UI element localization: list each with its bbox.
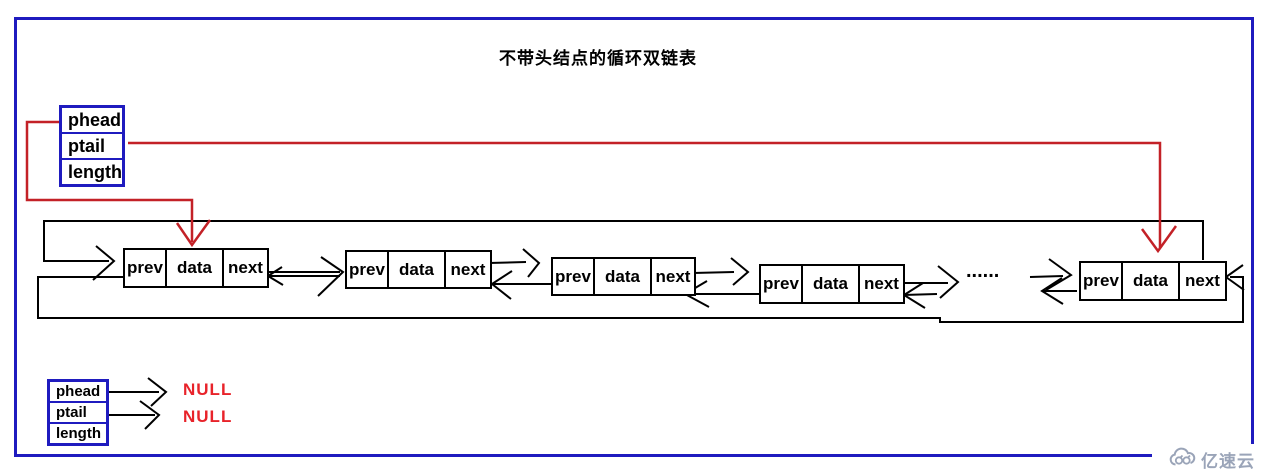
prev-cell: prev: [349, 259, 385, 279]
link-n3-n4-next-arrowhead: [730, 257, 750, 286]
watermark: 亿速云: [1168, 446, 1255, 471]
phead-null-arrowhead: [147, 377, 168, 407]
link-n2-n3-next-arrowhead: [522, 248, 541, 278]
next-cell: next: [858, 266, 903, 302]
ptail-label: ptail: [62, 132, 122, 158]
ptail-pointer-line: [128, 141, 1162, 248]
next-cell: next: [1178, 263, 1225, 299]
pointer-block-bottom: phead ptail length: [47, 379, 109, 446]
prev-cell: prev: [127, 258, 163, 277]
prev-cell: prev: [763, 274, 799, 293]
length-label: length: [62, 158, 122, 184]
link-dots-n5-next-line: [1029, 275, 1064, 278]
phead-null-value: NULL: [183, 380, 233, 399]
length-label: length: [50, 422, 106, 443]
cloud-logo-icon: [1168, 446, 1198, 471]
data-cell: data: [593, 259, 650, 294]
frame-border: [14, 17, 1254, 457]
data-cell: data: [801, 266, 858, 302]
prev-cell: prev: [555, 266, 591, 286]
ptail-null-value: NULL: [183, 407, 233, 426]
list-node-1: prev data next: [123, 248, 269, 288]
phead-label: phead: [68, 110, 122, 130]
ptail-null-arrowhead: [139, 400, 161, 430]
ptail-pointer-arrowhead: [1140, 225, 1178, 254]
data-cell: data: [387, 252, 444, 287]
watermark-text: 亿速云: [1201, 452, 1255, 471]
phead-label: phead: [56, 383, 101, 400]
link-n4-dots-next-arrowhead: [937, 265, 960, 299]
list-node-5: prev data next: [1079, 261, 1227, 301]
data-cell: data: [1121, 263, 1178, 299]
next-cell: next: [444, 252, 490, 287]
next-loop-line: [43, 220, 1204, 262]
link-n2-n3-next-line: [488, 261, 527, 264]
data-cell: data: [165, 250, 222, 286]
diagram-title: 不带头结点的循环双链表: [499, 49, 697, 68]
ptail-label: ptail: [50, 401, 106, 422]
list-node-4: prev data next: [759, 264, 905, 304]
list-node-3: prev data next: [551, 257, 696, 296]
prev-loop-line: [37, 276, 1244, 323]
next-loop-arrowhead: [92, 245, 116, 281]
link-dots-n5-prev-arrowhead: [1040, 277, 1064, 305]
list-node-2: prev data next: [345, 250, 492, 289]
link-n2-n3-prev-arrowhead: [490, 270, 513, 300]
ellipsis-nodes: ......: [966, 260, 1000, 282]
phead-pointer-arrowhead: [175, 219, 212, 248]
next-cell: next: [222, 250, 267, 286]
link-dots-n5-next-arrowhead: [1045, 258, 1073, 291]
link-n4-dots-prev-line: [902, 293, 938, 296]
link-n1-n2-right-arrowhead: [317, 256, 345, 297]
link-n3-n4-next-line: [692, 271, 735, 274]
prev-cell: prev: [1083, 271, 1119, 290]
phead-pointer-line: [25, 120, 194, 242]
next-cell: next: [650, 259, 694, 294]
pointer-block-top: phead ptail length: [59, 105, 125, 187]
